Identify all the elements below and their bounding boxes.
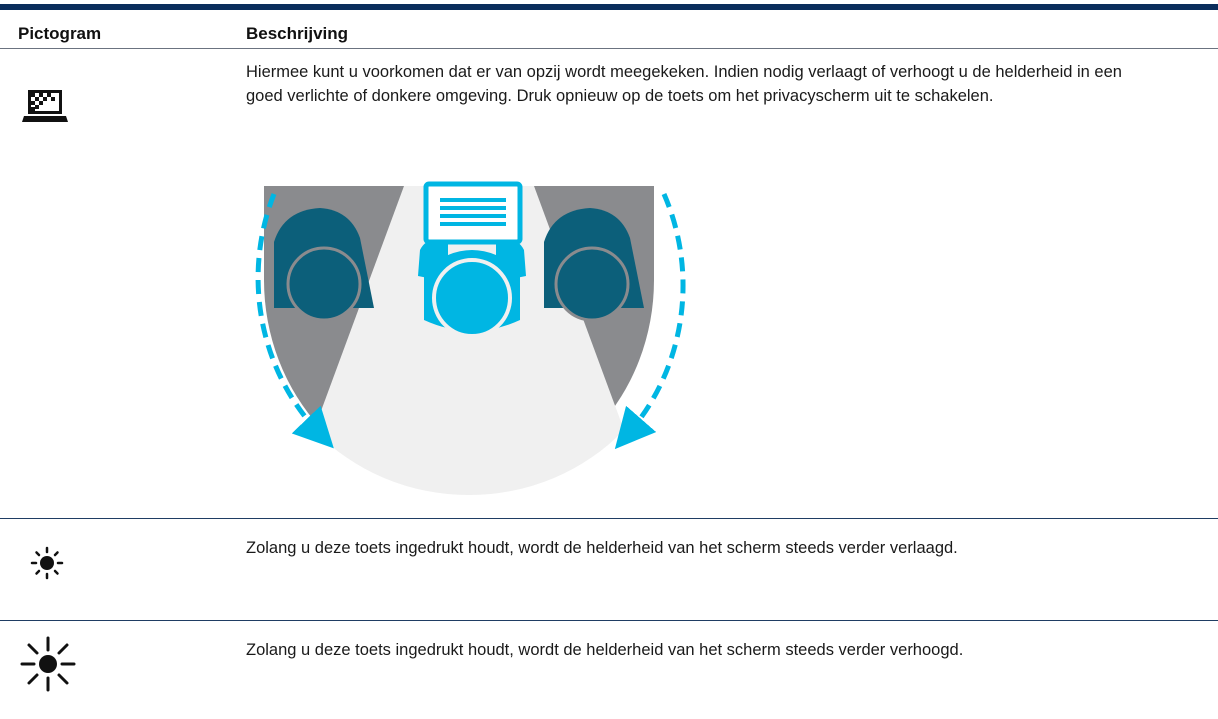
row-description: Zolang u deze toets ingedrukt houdt, wor…	[246, 539, 958, 557]
row-divider	[0, 620, 1218, 621]
table-top-rule	[0, 4, 1218, 10]
header-description: Beschrijving	[246, 24, 349, 43]
row-description: Zolang u deze toets ingedrukt houdt, wor…	[246, 641, 964, 659]
privacy-screen-icon	[22, 88, 68, 131]
privacy-illustration	[244, 180, 694, 503]
header-pictogram: Pictogram	[18, 24, 102, 43]
brightness-up-icon	[20, 636, 76, 697]
row-description: Hiermee kunt u voorkomen dat er van opzi…	[246, 63, 1122, 105]
brightness-down-icon	[30, 546, 64, 585]
table-header: Pictogram Beschrijving	[0, 10, 1218, 49]
row-divider	[0, 518, 1218, 519]
